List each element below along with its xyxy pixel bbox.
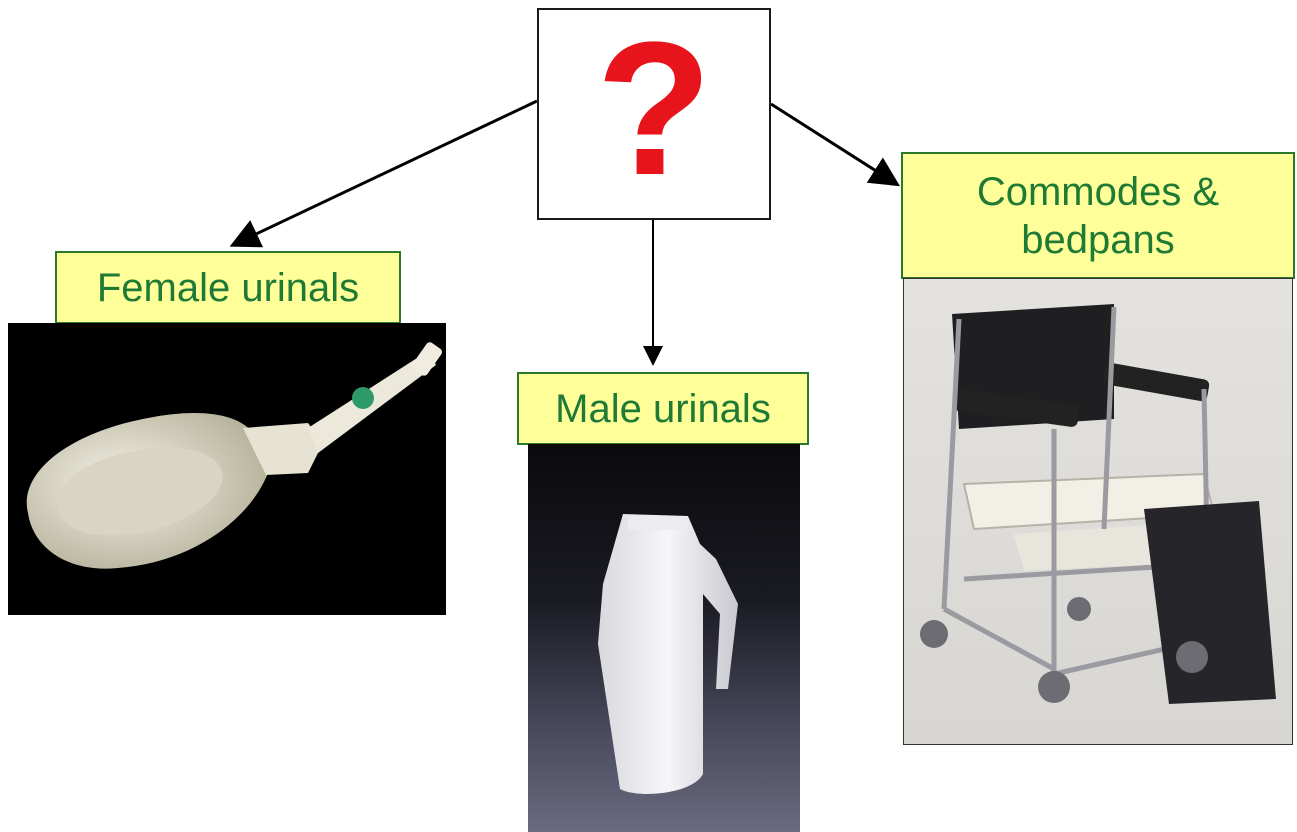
question-box: ? (537, 8, 771, 220)
commode-chair-photo (903, 278, 1293, 745)
female-urinal-photo (8, 323, 446, 615)
arrow-to-female (235, 101, 537, 244)
label-commodes-bedpans: Commodes & bedpans (901, 152, 1295, 279)
label-male-urinals: Male urinals (517, 372, 809, 445)
arrow-to-commode (771, 104, 895, 183)
male-urinal-photo (528, 444, 800, 832)
question-mark: ? (596, 14, 712, 204)
label-female-urinals: Female urinals (55, 251, 401, 324)
